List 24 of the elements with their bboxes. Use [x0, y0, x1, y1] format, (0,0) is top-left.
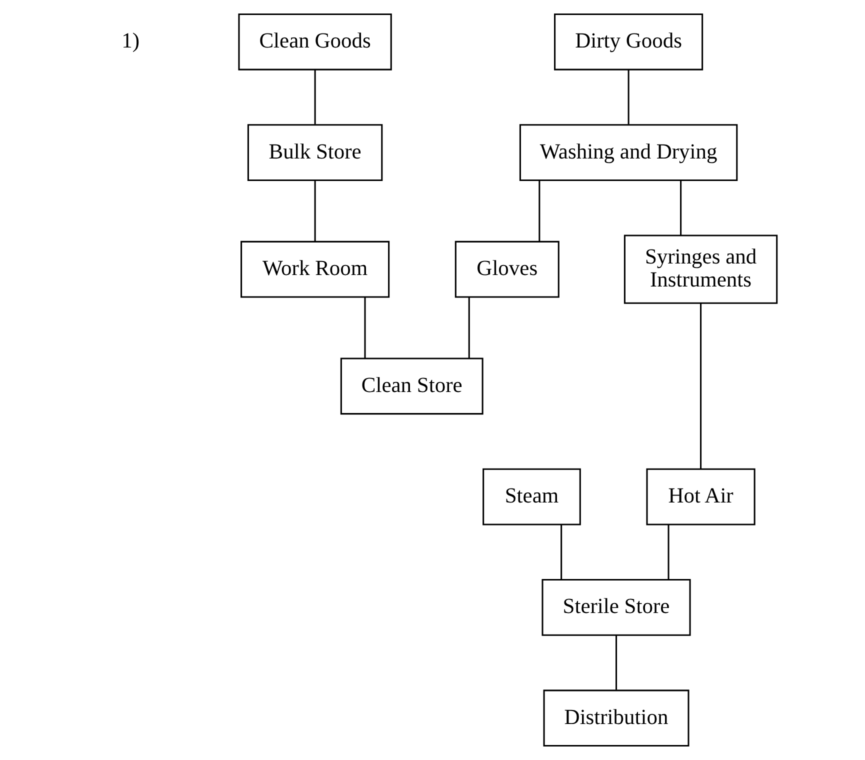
node-box: Dirty Goods: [554, 13, 703, 70]
node-box: Steam: [482, 468, 580, 526]
connector: [560, 524, 562, 580]
connector: [627, 70, 629, 124]
node-box: Distribution: [542, 690, 689, 747]
connector: [667, 524, 669, 580]
label: 1): [121, 28, 140, 53]
node-box: Sterile Store: [541, 579, 690, 636]
connector: [615, 635, 617, 690]
connector: [364, 297, 366, 358]
node-box: Washing and Drying: [518, 124, 738, 181]
connector: [538, 180, 540, 242]
connector: [680, 180, 682, 236]
node-box: Work Room: [240, 240, 390, 298]
node-box: Clean Goods: [238, 13, 392, 70]
node-box: Hot Air: [646, 468, 755, 526]
node-box: Bulk Store: [246, 124, 382, 181]
connector: [314, 70, 316, 124]
connector: [700, 303, 702, 469]
connector: [468, 297, 470, 358]
node-box: Clean Store: [340, 358, 483, 415]
connector: [314, 180, 316, 242]
node-box: Syringes and Instruments: [623, 234, 778, 304]
node-box: Gloves: [454, 240, 559, 298]
